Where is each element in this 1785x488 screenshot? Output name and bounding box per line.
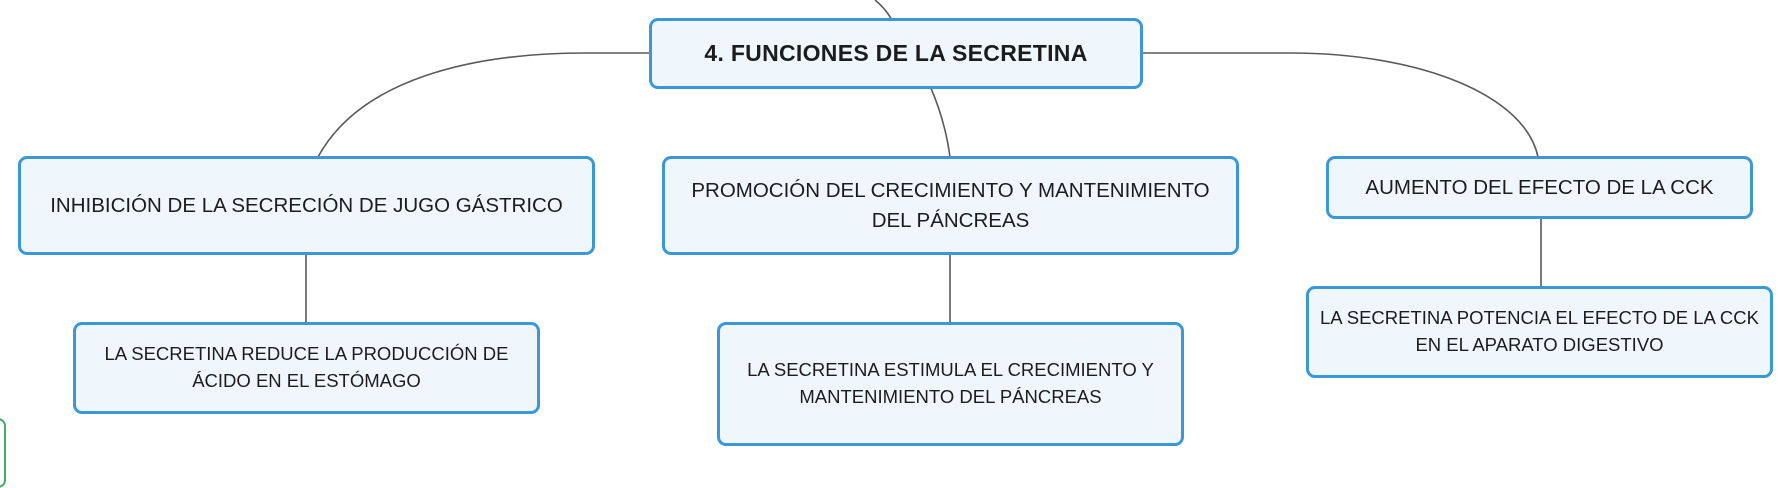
branch-node-cck-effect[interactable]: AUMENTO DEL EFECTO DE LA CCK <box>1326 156 1753 219</box>
root-node[interactable]: 4. FUNCIONES DE LA SECRETINA <box>649 18 1143 89</box>
branch-node-label: AUMENTO DEL EFECTO DE LA CCK <box>1365 175 1714 199</box>
connector-root-branch-2 <box>929 85 951 158</box>
branch-node-label: INHIBICIÓN DE LA SECRECIÓN DE JUGO GÁSTR… <box>50 193 563 217</box>
connector-root-branch-3 <box>1140 52 1539 158</box>
offscreen-node-edge <box>0 418 6 488</box>
parent-connector <box>874 0 893 21</box>
leaf-node-cck-potentiation[interactable]: LA SECRETINA POTENCIA EL EFECTO DE LA CC… <box>1306 286 1773 378</box>
connector-root-branch-1 <box>317 52 650 158</box>
branch-node-pancreas-growth[interactable]: PROMOCIÓN DEL CRECIMIENTO Y MANTENIMIENT… <box>662 156 1239 255</box>
branch-node-label: PROMOCIÓN DEL CRECIMIENTO Y MANTENIMIENT… <box>691 178 1210 232</box>
leaf-node-label: LA SECRETINA POTENCIA EL EFECTO DE LA CC… <box>1320 307 1759 355</box>
leaf-node-pancreas-stimulation[interactable]: LA SECRETINA ESTIMULA EL CRECIMIENTO Y M… <box>717 322 1184 446</box>
leaf-node-label: LA SECRETINA ESTIMULA EL CRECIMIENTO Y M… <box>747 359 1154 407</box>
leaf-node-label: LA SECRETINA REDUCE LA PRODUCCIÓN DE ÁCI… <box>104 343 509 391</box>
leaf-node-acid-reduction[interactable]: LA SECRETINA REDUCE LA PRODUCCIÓN DE ÁCI… <box>73 322 540 414</box>
root-node-label: 4. FUNCIONES DE LA SECRETINA <box>704 39 1088 66</box>
branch-node-gastric-inhibition[interactable]: INHIBICIÓN DE LA SECRECIÓN DE JUGO GÁSTR… <box>18 156 595 255</box>
connector-lines <box>305 0 1542 323</box>
